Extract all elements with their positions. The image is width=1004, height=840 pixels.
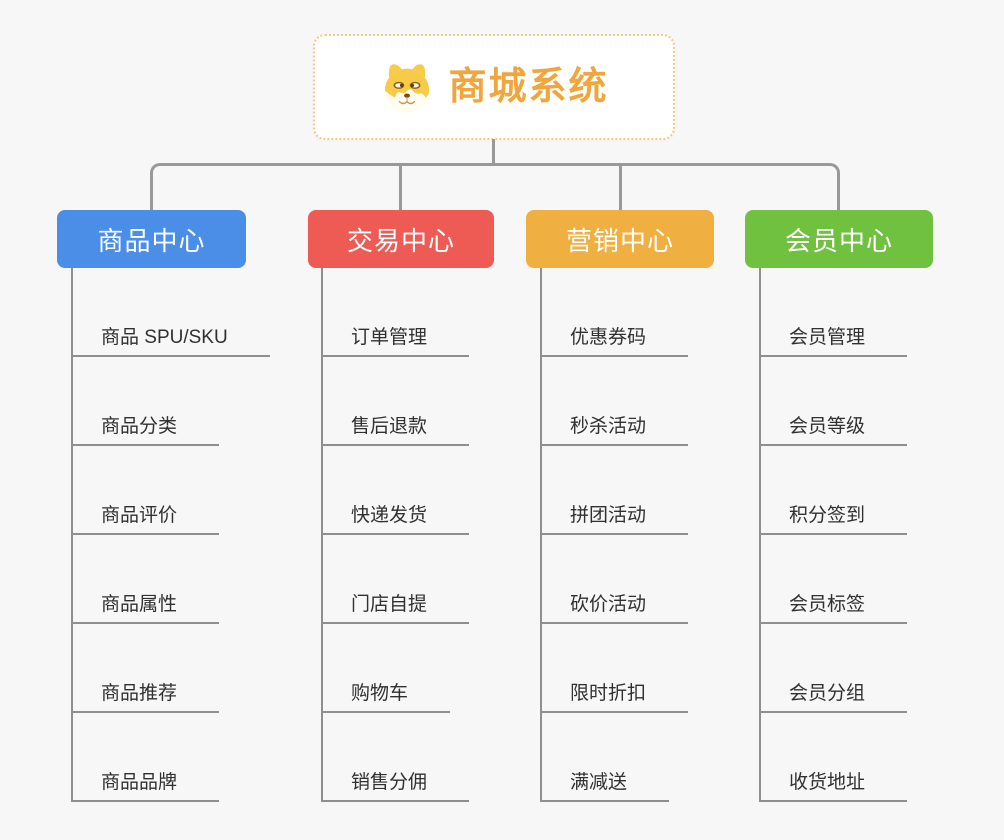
branch-node-marketing-center[interactable]: 营销中心 bbox=[526, 210, 714, 268]
branch-drop-line bbox=[399, 164, 402, 210]
leaf-node[interactable]: 优惠券码 bbox=[540, 317, 689, 357]
branch-node-member-center[interactable]: 会员中心 bbox=[745, 210, 933, 268]
leaf-node[interactable]: 售后退款 bbox=[321, 406, 470, 446]
branch-column-line bbox=[759, 268, 761, 802]
branch-column-line bbox=[540, 268, 542, 802]
leaf-node[interactable]: 满减送 bbox=[540, 762, 670, 802]
leaf-node[interactable]: 订单管理 bbox=[321, 317, 470, 357]
shiba-dog-icon bbox=[379, 60, 435, 114]
leaf-node[interactable]: 购物车 bbox=[321, 673, 451, 713]
branch-column-line bbox=[71, 268, 73, 802]
leaf-node[interactable]: 商品 SPU/SKU bbox=[71, 317, 270, 357]
leaf-node[interactable]: 砍价活动 bbox=[540, 584, 689, 624]
leaf-node[interactable]: 会员等级 bbox=[759, 406, 908, 446]
branch-drop-line bbox=[619, 164, 622, 210]
connector-bus-line bbox=[150, 163, 840, 210]
leaf-node[interactable]: 积分签到 bbox=[759, 495, 908, 535]
leaf-node[interactable]: 商品品牌 bbox=[71, 762, 220, 802]
leaf-node[interactable]: 会员标签 bbox=[759, 584, 908, 624]
leaf-node[interactable]: 秒杀活动 bbox=[540, 406, 689, 446]
leaf-node[interactable]: 销售分佣 bbox=[321, 762, 470, 802]
leaf-node[interactable]: 门店自提 bbox=[321, 584, 470, 624]
branch-node-product-center[interactable]: 商品中心 bbox=[57, 210, 246, 268]
leaf-node[interactable]: 商品属性 bbox=[71, 584, 220, 624]
branch-node-trade-center[interactable]: 交易中心 bbox=[308, 210, 494, 268]
leaf-node[interactable]: 收货地址 bbox=[759, 762, 908, 802]
leaf-node[interactable]: 快递发货 bbox=[321, 495, 470, 535]
leaf-node[interactable]: 拼团活动 bbox=[540, 495, 689, 535]
root-node-mall-system[interactable]: 商城系统 bbox=[313, 34, 675, 140]
leaf-node[interactable]: 商品推荐 bbox=[71, 673, 220, 713]
branch-column-line bbox=[321, 268, 323, 802]
leaf-node[interactable]: 商品评价 bbox=[71, 495, 220, 535]
leaf-node[interactable]: 限时折扣 bbox=[540, 673, 689, 713]
leaf-node[interactable]: 会员分组 bbox=[759, 673, 908, 713]
root-title: 商城系统 bbox=[448, 66, 609, 108]
leaf-node[interactable]: 会员管理 bbox=[759, 317, 908, 357]
root-stem-line bbox=[492, 139, 495, 166]
leaf-node[interactable]: 商品分类 bbox=[71, 406, 220, 446]
